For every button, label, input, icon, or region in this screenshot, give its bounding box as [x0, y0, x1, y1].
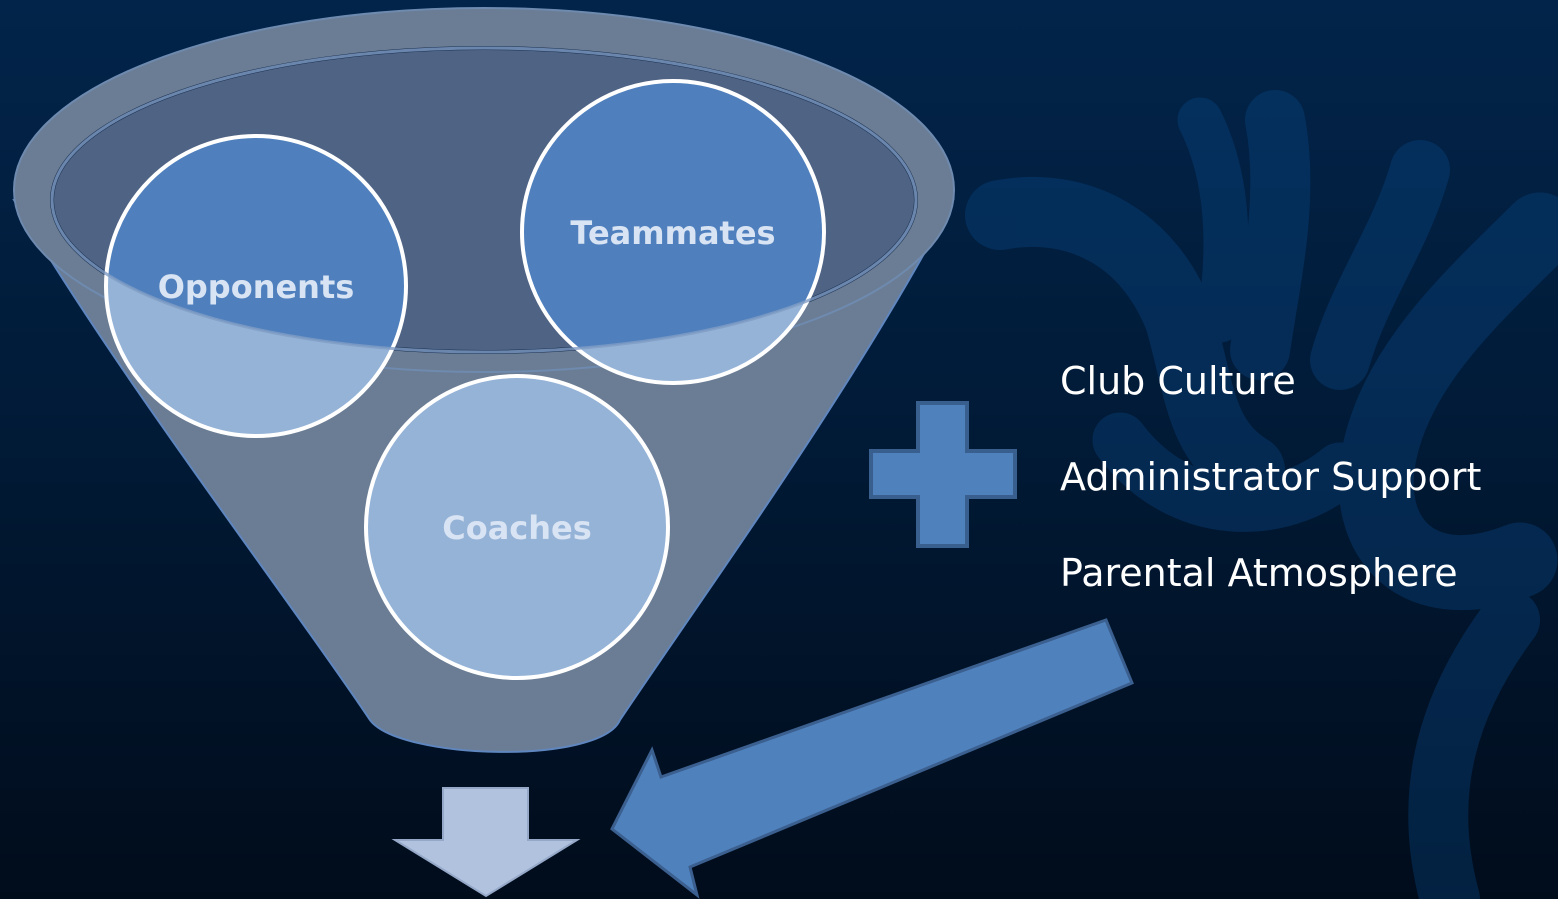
coaches-circle	[364, 374, 670, 680]
funnel-opening-edge	[50, 46, 918, 354]
coaches-label: Coaches	[442, 509, 592, 547]
down-arrow	[391, 787, 581, 898]
teammates-label: Teammates	[570, 214, 775, 252]
plus-icon	[869, 401, 1017, 548]
opponents-circle-outline	[104, 134, 408, 438]
side-factor-administrator-support: Administrator Support	[1060, 455, 1482, 499]
teammates-circle-inner	[522, 81, 824, 352]
side-factor-club-culture: Club Culture	[1060, 359, 1296, 403]
opponents-circle-inner	[106, 136, 406, 352]
teammates-circle-outline	[520, 79, 826, 385]
opponents-label: Opponents	[158, 268, 355, 306]
side-factors-list: Club Culture Administrator Support Paren…	[1060, 357, 1481, 645]
background-logo	[965, 90, 1558, 899]
diagonal-arrow	[610, 618, 1134, 899]
side-factor-parental-atmosphere: Parental Atmosphere	[1060, 551, 1458, 595]
